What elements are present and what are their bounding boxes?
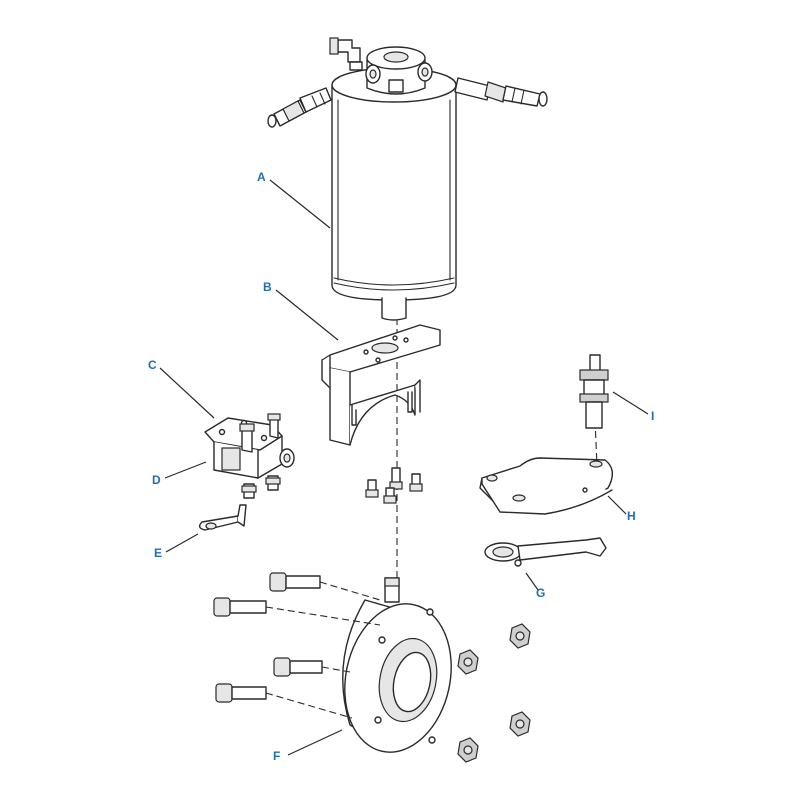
flange-nuts — [457, 623, 531, 763]
part-f-flange — [342, 577, 452, 753]
callout-label-f: F — [273, 749, 281, 763]
part-e-cam — [198, 504, 247, 531]
callout-label-d: D — [152, 473, 161, 487]
bracket-screws — [365, 467, 423, 504]
right-fitting — [454, 77, 548, 107]
left-fitting — [267, 87, 332, 128]
callout-label-c: C — [148, 358, 157, 372]
part-c-d-switch-bracket — [204, 413, 295, 499]
part-a-tank — [329, 37, 457, 321]
part-g-lever — [484, 537, 607, 567]
part-b-bracket — [321, 324, 441, 446]
stem-centerline — [594, 419, 598, 466]
callout-label-b: B — [263, 280, 272, 294]
callout-label-h: H — [627, 509, 636, 523]
callout-label-a: A — [257, 170, 266, 184]
part-i-stem — [579, 354, 609, 429]
callout-label-g: G — [536, 586, 546, 600]
callout-label-e: E — [154, 546, 163, 560]
callout-label-i: I — [651, 409, 655, 423]
part-h-plate — [479, 457, 613, 515]
flange-bolts — [213, 572, 381, 719]
callout-leader-lines — [159, 179, 649, 756]
